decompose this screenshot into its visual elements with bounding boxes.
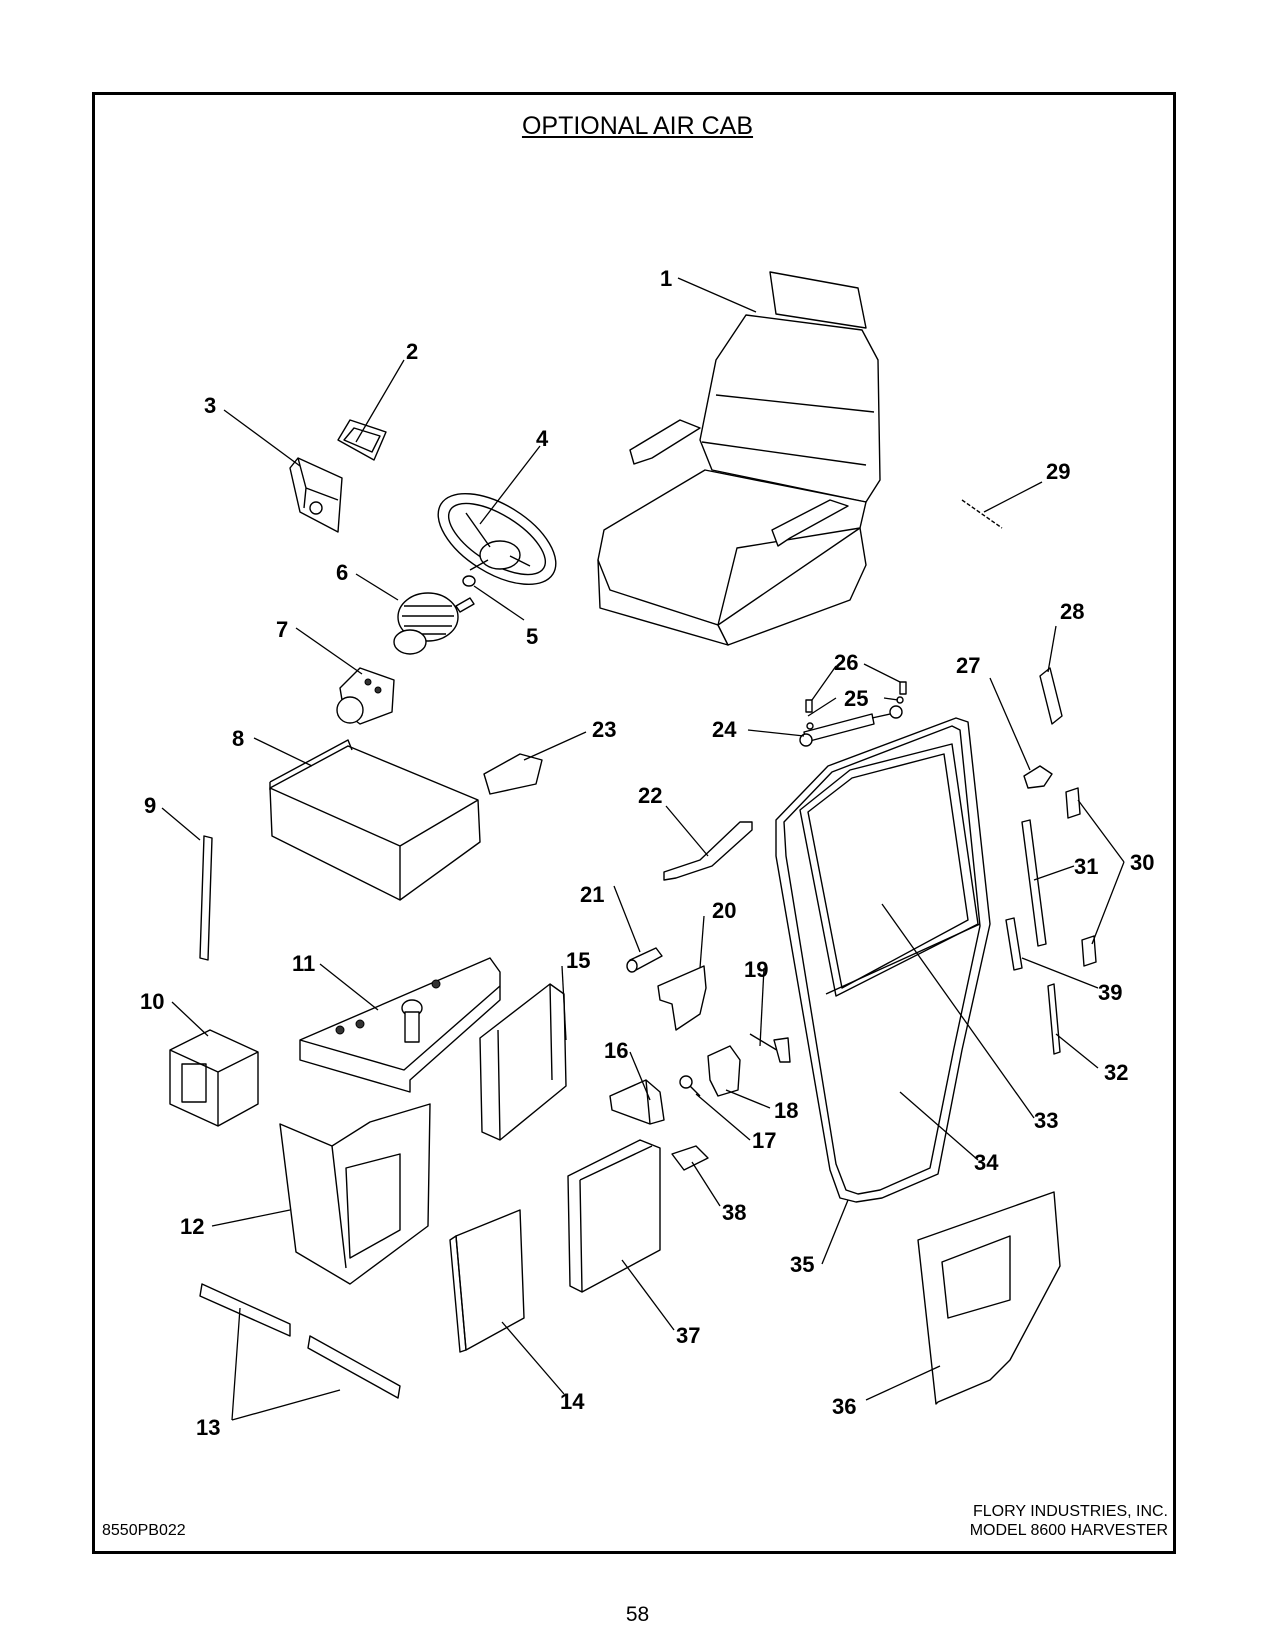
callout-labels: 1 2 3 4 5 6 7 8 9 10 11 12 13 14 15 16 1…	[140, 266, 1154, 1440]
part-control-console	[299, 957, 501, 1093]
callout-19: 19	[744, 957, 768, 982]
callout-31: 31	[1074, 854, 1098, 879]
callout-23: 23	[592, 717, 616, 742]
callout-37: 37	[676, 1323, 700, 1348]
callout-36: 36	[832, 1394, 856, 1419]
callout-28: 28	[1060, 599, 1084, 624]
callout-27: 27	[956, 653, 980, 678]
callout-35: 35	[790, 1252, 814, 1277]
part-28	[1039, 667, 1063, 725]
part-8	[269, 739, 481, 901]
callout-11: 11	[292, 951, 315, 976]
part-23	[483, 753, 543, 795]
part-seat	[597, 271, 881, 646]
callout-17: 17	[752, 1128, 776, 1153]
callout-18: 18	[774, 1098, 798, 1123]
page-number: 58	[625, 1603, 650, 1626]
part-20	[657, 965, 707, 1031]
part-door	[775, 717, 991, 1203]
part-36	[917, 1191, 1061, 1405]
callout-30: 30	[1130, 850, 1154, 875]
leader-lines	[161, 277, 1125, 1421]
part-steering-unit	[393, 592, 475, 655]
callout-34: 34	[974, 1150, 999, 1175]
callout-10: 10	[140, 989, 164, 1014]
part-29	[961, 499, 1003, 529]
part-37	[567, 1139, 661, 1293]
callout-5: 5	[526, 624, 538, 649]
callout-33: 33	[1034, 1108, 1058, 1133]
part-steering-wheel	[437, 492, 557, 586]
callout-14: 14	[560, 1389, 585, 1414]
part-39	[1005, 917, 1023, 971]
callout-4: 4	[536, 426, 549, 451]
part-26b	[899, 681, 907, 695]
title-block: FLORY INDUSTRIES, INC. MODEL 8600 HARVES…	[970, 1502, 1168, 1540]
callout-24: 24	[712, 717, 737, 742]
callout-16: 16	[604, 1038, 628, 1063]
callout-15: 15	[566, 948, 590, 973]
part-17	[679, 1075, 701, 1097]
callout-6: 6	[336, 560, 348, 585]
part-22	[663, 821, 753, 881]
callout-21: 21	[580, 882, 604, 907]
part-13	[199, 1283, 401, 1399]
callout-7: 7	[276, 617, 288, 642]
model-name: MODEL 8600 HARVESTER	[969, 1522, 1168, 1539]
callout-2: 2	[406, 339, 418, 364]
callout-3: 3	[204, 393, 216, 418]
part-3	[289, 457, 343, 533]
callout-29: 29	[1046, 459, 1070, 484]
part-7	[336, 667, 395, 725]
callout-8: 8	[232, 726, 244, 751]
callout-39: 39	[1098, 980, 1122, 1005]
callout-13: 13	[196, 1415, 220, 1440]
callout-9: 9	[144, 793, 156, 818]
callout-1: 1	[660, 266, 672, 291]
callout-32: 32	[1104, 1060, 1128, 1085]
callout-20: 20	[712, 898, 736, 923]
part-18	[707, 1045, 741, 1097]
part-16	[609, 1079, 665, 1125]
callout-25: 25	[844, 686, 868, 711]
part-19	[749, 1033, 791, 1063]
company-name: FLORY INDUSTRIES, INC.	[973, 1503, 1168, 1520]
part-2	[337, 419, 387, 461]
part-5	[462, 575, 476, 587]
part-21	[626, 947, 663, 973]
part-15	[479, 983, 567, 1141]
drawing-number: 8550PB022	[102, 1522, 186, 1539]
part-25a	[806, 722, 814, 730]
callout-26: 26	[834, 650, 858, 675]
callout-12: 12	[180, 1214, 204, 1239]
part-27	[1023, 765, 1053, 789]
part-38	[671, 1145, 709, 1171]
part-12	[279, 1103, 431, 1285]
part-10	[169, 1029, 259, 1127]
part-26a	[805, 699, 813, 713]
drawing-frame	[92, 92, 1176, 1554]
callout-22: 22	[638, 783, 662, 808]
part-30a	[1065, 787, 1081, 819]
part-9	[199, 835, 213, 961]
part-24	[799, 705, 903, 747]
part-31	[1021, 819, 1047, 947]
callout-38: 38	[722, 1200, 746, 1225]
part-14	[449, 1209, 525, 1353]
diagram-title: OPTIONAL AIR CAB	[521, 112, 754, 140]
part-32	[1047, 983, 1061, 1055]
